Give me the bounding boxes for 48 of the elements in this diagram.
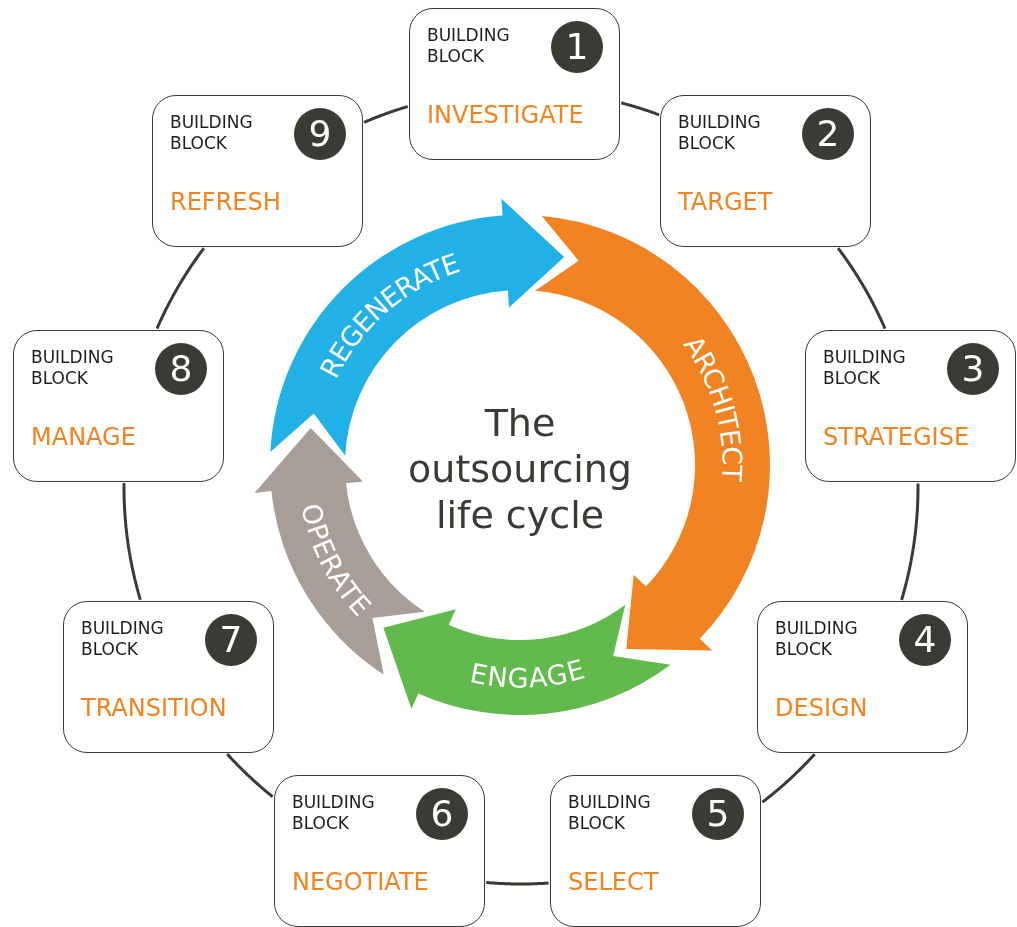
step-number: 4 xyxy=(899,614,951,666)
block-title: NEGOTIATE xyxy=(292,868,429,896)
step-number: 6 xyxy=(416,788,468,840)
cycle-phase-arc xyxy=(383,604,671,715)
step-number: 3 xyxy=(947,343,999,395)
arrow-label: ENGAGE xyxy=(467,653,588,694)
step-number: 2 xyxy=(802,108,854,160)
building-block-card xyxy=(550,775,761,927)
block-title: STRATEGISE xyxy=(823,423,970,451)
block-title: MANAGE xyxy=(31,423,136,451)
step-number: 9 xyxy=(294,108,346,160)
block-label: BUILDING BLOCK xyxy=(775,618,859,660)
block-label: BUILDING BLOCK xyxy=(170,112,254,154)
block-title: SELECT xyxy=(568,868,659,896)
building-block-card xyxy=(660,95,871,247)
block-label: BUILDING BLOCK xyxy=(568,792,652,834)
ring-connector xyxy=(761,753,816,804)
building-block-card xyxy=(152,95,363,247)
building-block-card xyxy=(274,775,485,927)
block-label: BUILDING BLOCK xyxy=(678,112,762,154)
step-number: 5 xyxy=(692,788,744,840)
ring-connector xyxy=(363,105,409,124)
diagram-title: The outsourcing life cycle xyxy=(407,400,633,538)
block-title: TARGET xyxy=(678,188,773,216)
ring-connector xyxy=(485,881,550,886)
block-label: BUILDING BLOCK xyxy=(31,347,115,389)
building-block-card xyxy=(409,8,620,160)
building-block-card xyxy=(757,601,968,753)
block-title: DESIGN xyxy=(775,694,868,722)
ring-connector xyxy=(226,753,274,798)
step-number: 7 xyxy=(205,614,257,666)
block-label: BUILDING BLOCK xyxy=(823,347,907,389)
ring-connector xyxy=(122,482,142,601)
block-title: TRANSITION xyxy=(81,694,227,722)
block-title: INVESTIGATE xyxy=(427,101,584,129)
ring-connector xyxy=(900,482,920,601)
step-number: 1 xyxy=(551,21,603,73)
building-block-card xyxy=(805,330,1016,482)
block-label: BUILDING BLOCK xyxy=(81,618,165,660)
block-title: REFRESH xyxy=(170,188,281,216)
block-label: BUILDING BLOCK xyxy=(292,792,376,834)
ring-connector xyxy=(155,247,206,330)
block-label: BUILDING BLOCK xyxy=(427,25,511,67)
building-block-card xyxy=(13,330,224,482)
ring-connector xyxy=(837,247,887,330)
building-block-card xyxy=(63,601,274,753)
step-number: 8 xyxy=(155,343,207,395)
ring-connector xyxy=(620,101,660,117)
